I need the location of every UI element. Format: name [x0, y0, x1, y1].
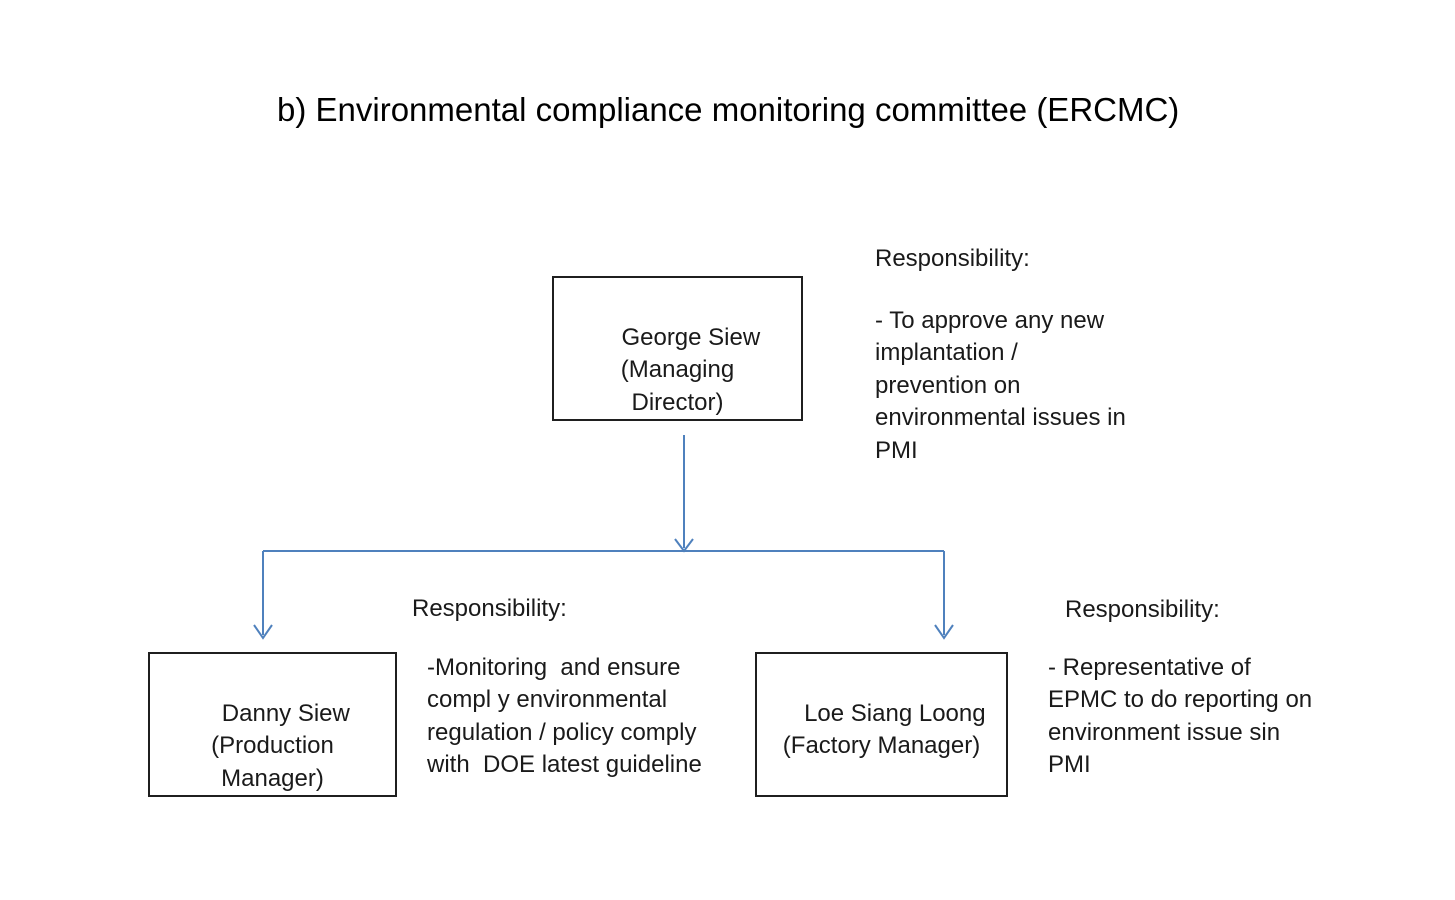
responsibility-body: - To approve any new implantation / prev… [875, 307, 1126, 464]
responsibility-block-factory-manager: Responsibility: - Representative of EPMC… [1048, 594, 1312, 782]
page-title: b) Environmental compliance monitoring c… [277, 91, 1180, 128]
responsibility-heading: Responsibility: [412, 595, 567, 622]
responsibility-block-production-manager: Responsibility: -Monitoring and ensure c… [412, 593, 702, 782]
node-box-production-manager: Danny Siew (Production Manager) [148, 652, 397, 797]
arrowhead-left-icon [253, 624, 273, 640]
responsibility-heading: Responsibility: [875, 245, 1030, 272]
node-box-factory-manager: Loe Siang Loong (Factory Manager) [755, 652, 1008, 797]
arrowhead-center-icon [674, 538, 694, 553]
responsibility-body: -Monitoring and ensure compl y environme… [427, 654, 702, 779]
node-label-production-manager: Danny Siew (Production Manager) [211, 699, 350, 792]
node-label-factory-manager: Loe Siang Loong (Factory Manager) [782, 699, 986, 760]
node-label-managing-director: George Siew (Managing Director) [620, 323, 761, 416]
arrowhead-right-icon [934, 624, 954, 640]
responsibility-block-managing-director: Responsibility: - To approve any new imp… [875, 243, 1126, 467]
responsibility-body: - Representative of EPMC to do reporting… [1048, 654, 1313, 779]
node-box-managing-director: George Siew (Managing Director) [552, 276, 803, 421]
responsibility-heading: Responsibility: [1065, 596, 1220, 623]
